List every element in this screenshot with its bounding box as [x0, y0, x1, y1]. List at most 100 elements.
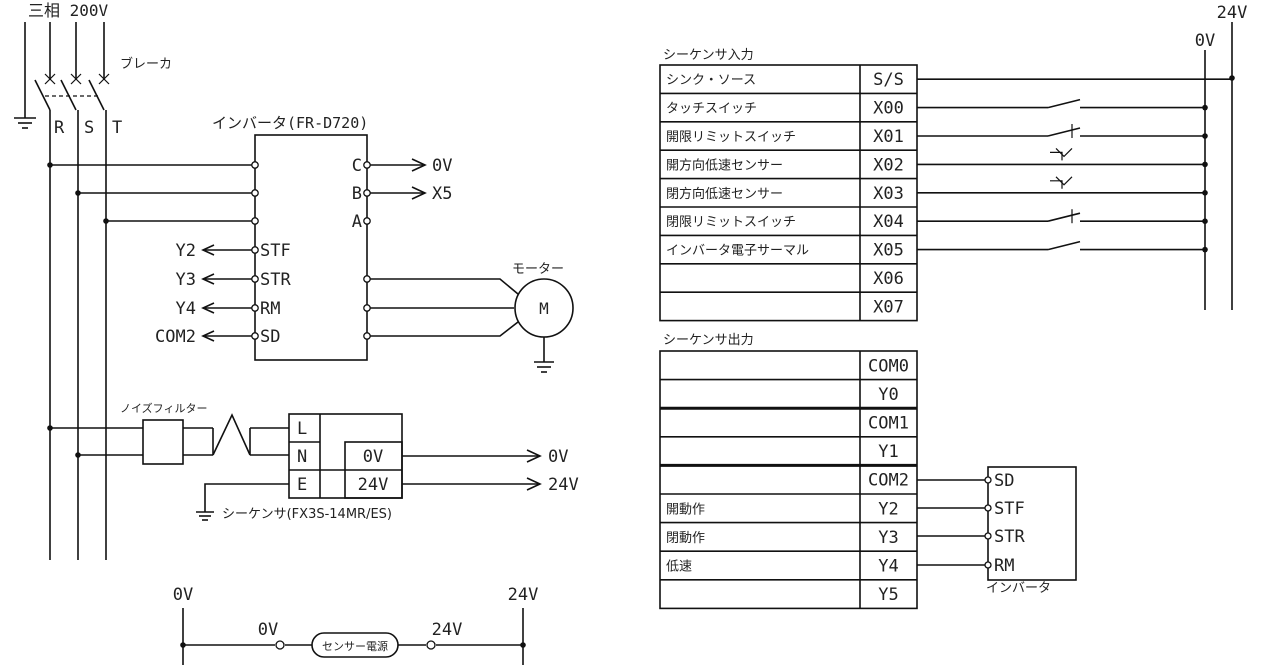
- plc-out-24v: 24V: [358, 475, 389, 495]
- output-table-desc: 閉動作: [666, 531, 705, 546]
- term-c: C: [352, 156, 362, 176]
- out-inv-str: STR: [994, 527, 1025, 547]
- input-table-desc: 開方向低速センサー: [666, 157, 783, 173]
- out-inverter-label: インバータ: [986, 581, 1051, 596]
- input-table-addr: X06: [873, 269, 904, 289]
- plc-term-l: L: [297, 419, 307, 439]
- input-table-title: シーケンサ入力: [663, 48, 754, 63]
- term-str: STR: [260, 270, 291, 290]
- sensor-device-label: センサー電源: [322, 639, 388, 653]
- rail-junction: [1202, 246, 1208, 253]
- output-table-addr: Y1: [878, 442, 898, 462]
- output-x5: X5: [432, 184, 452, 204]
- phase-r: R: [54, 118, 65, 138]
- input-table: シンク・ソース S/S タッチスイッチ X00 開限リミットスイッチ X01 開方向低速セン…: [659, 64, 918, 322]
- out-inv-sd: SD: [994, 471, 1014, 491]
- term-stf: STF: [260, 241, 291, 261]
- input-table-addr: X02: [873, 155, 904, 175]
- sensor-contact: [1055, 176, 1073, 186]
- input-table-addr: X04: [873, 212, 904, 232]
- input-table-desc: インバータ電子サーマル: [666, 244, 809, 259]
- sensor-power-circuit: [180, 608, 526, 665]
- output-table-desc: 開動作: [666, 502, 705, 517]
- term-sd: SD: [260, 327, 280, 347]
- switch-blade: [1047, 212, 1081, 222]
- output-table-addr: Y2: [878, 499, 898, 519]
- phase-s: S: [84, 118, 94, 138]
- output-table-addr: COM2: [868, 471, 909, 491]
- plc-dest-24v: 24V: [548, 475, 579, 495]
- phase-t: T: [112, 118, 122, 138]
- term-a: A: [352, 212, 362, 232]
- signal-com2: COM2: [155, 327, 196, 347]
- sensor-term-0v: 0V: [258, 620, 278, 640]
- rail-0v-label: 0V: [1195, 31, 1215, 51]
- output-inverter-link: [917, 466, 1077, 581]
- sensor-rail-0v: 0V: [173, 585, 193, 605]
- sensor-term-24v: 24V: [432, 620, 463, 640]
- inverter-relay-terminals: [363, 158, 427, 225]
- input-table-addr: X07: [873, 297, 904, 317]
- input-table-addr: X01: [873, 127, 904, 147]
- input-table-desc: シンク・ソース: [666, 73, 756, 88]
- switch-blade: [1047, 127, 1081, 137]
- rail-junction: [1202, 104, 1208, 111]
- input-table-desc: タッチスイッチ: [666, 102, 757, 117]
- rail-24v-label: 24V: [1217, 3, 1248, 23]
- out-inv-rm: RM: [994, 556, 1014, 576]
- rail-junction: [1202, 133, 1208, 139]
- sensor-contact: [1055, 147, 1073, 158]
- term-b: B: [352, 184, 362, 204]
- output-0v: 0V: [432, 156, 452, 176]
- switch-blade: [1047, 240, 1081, 251]
- input-wiring: [917, 78, 1232, 253]
- signal-y2: Y2: [176, 241, 196, 261]
- plc-model-label: シーケンサ(FX3S-14MR/ES): [222, 507, 392, 522]
- inverter-power-wires: [47, 161, 259, 225]
- motor-letter: M: [539, 299, 549, 318]
- input-table-addr: X05: [873, 241, 904, 261]
- plc-power-module: [196, 413, 542, 521]
- sensor-rail-24v: 24V: [508, 585, 539, 605]
- input-table-addr: S/S: [873, 70, 904, 90]
- input-table-addr: X03: [873, 184, 904, 204]
- output-table-addr: Y5: [878, 585, 898, 605]
- plc-out-0v: 0V: [363, 447, 383, 467]
- rail-junction: [1202, 161, 1208, 168]
- inverter-title: インバータ(FR-D720): [212, 114, 368, 132]
- output-table-addr: Y3: [878, 528, 898, 548]
- input-table-desc: 開限リミットスイッチ: [666, 130, 796, 145]
- input-table-desc: 閉方向低速センサー: [666, 186, 783, 202]
- input-rails: [1204, 22, 1235, 310]
- motor-label: モーター: [512, 262, 564, 277]
- plc-dest-0v: 0V: [548, 447, 568, 467]
- breaker: [14, 22, 110, 560]
- switch-blade: [1047, 98, 1081, 109]
- rail-junction: [1202, 218, 1208, 224]
- term-rm: RM: [260, 299, 280, 319]
- sensor-contact: [1050, 180, 1063, 189]
- sensor-contact: [1050, 151, 1063, 161]
- input-table-desc: 閉限リミットスイッチ: [666, 215, 796, 230]
- rail-junction: [1202, 190, 1208, 196]
- out-inv-stf: STF: [994, 499, 1025, 519]
- noise-filter: [47, 413, 289, 465]
- signal-y3: Y3: [176, 270, 196, 290]
- signal-y4: Y4: [176, 299, 196, 319]
- output-table-desc: 低速: [666, 560, 692, 575]
- power-title: 三相 200V: [28, 1, 109, 20]
- motor-wiring: [363, 275, 574, 373]
- breaker-label: ブレーカ: [120, 56, 172, 72]
- input-table-addr: X00: [873, 99, 904, 119]
- output-table-addr: COM0: [868, 356, 909, 376]
- output-table-addr: Y0: [878, 385, 898, 405]
- plc-term-n: N: [297, 447, 307, 467]
- output-table-addr: Y4: [878, 557, 898, 577]
- plc-term-e: E: [297, 475, 307, 495]
- output-table-title: シーケンサ出力: [663, 333, 754, 348]
- noise-filter-label: ノイズフィルター: [120, 401, 207, 415]
- inverter-signal-terminals: [201, 244, 259, 342]
- output-table-addr: COM1: [868, 414, 909, 434]
